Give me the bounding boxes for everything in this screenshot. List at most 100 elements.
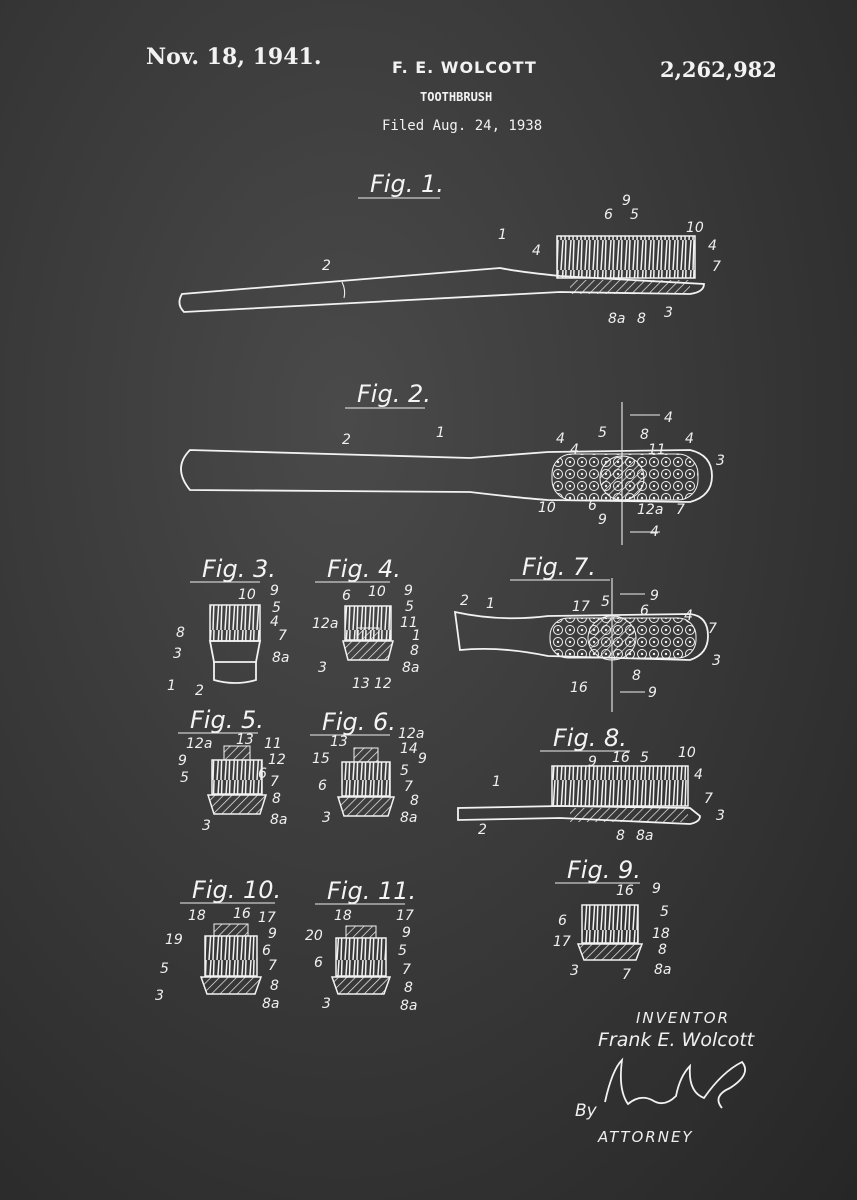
reference-numeral: 5: [272, 600, 281, 616]
patent-title: TOOTHBRUSH: [420, 90, 493, 104]
reference-numeral: 8a: [270, 812, 288, 828]
reference-numeral: 6: [342, 588, 351, 604]
reference-numeral: 5: [630, 207, 639, 223]
reference-numeral: 18: [188, 908, 206, 924]
reference-numeral: 3: [712, 653, 721, 669]
reference-numeral: 7: [268, 958, 277, 974]
reference-numeral: 1: [436, 425, 445, 441]
fig1-label: Fig. 1.: [370, 170, 444, 198]
reference-numeral: 5: [160, 961, 169, 977]
figure-8: Fig. 8. 9 16 5 10 1 4 7 3 2 8 8a: [457, 724, 725, 844]
reference-numeral: 5: [660, 904, 669, 920]
reference-numeral: 8a: [402, 660, 420, 676]
reference-numeral: 4: [570, 442, 579, 458]
reference-numeral: 7: [270, 774, 279, 790]
fig6-label: Fig. 6.: [322, 708, 396, 736]
reference-numeral: 20: [305, 928, 323, 944]
reference-numeral: 8a: [262, 996, 280, 1012]
reference-numeral: 8: [616, 828, 625, 844]
reference-numeral: 8a: [654, 962, 672, 978]
reference-numeral: 6: [588, 498, 597, 514]
reference-numeral: 7: [708, 621, 717, 637]
reference-numeral: 19: [165, 932, 183, 948]
reference-numeral: 7: [676, 502, 685, 518]
reference-numeral: 6: [314, 955, 323, 971]
reference-numeral: 4: [694, 767, 703, 783]
reference-numeral: 3: [155, 988, 164, 1004]
reference-numeral: 11: [648, 442, 666, 458]
reference-numeral: 9: [650, 588, 659, 604]
fig4-label: Fig. 4.: [327, 555, 401, 583]
reference-numeral: 12a: [312, 616, 338, 632]
reference-numeral: 8: [404, 980, 413, 996]
reference-numeral: 8: [410, 793, 419, 809]
reference-numeral: 4: [684, 608, 693, 624]
reference-numeral: 4: [650, 524, 659, 540]
reference-numeral: 4: [532, 243, 541, 259]
reference-numeral: 9: [404, 583, 413, 599]
signature-block: INVENTOR Frank E. Wolcott By ATTORNEY: [575, 1009, 756, 1146]
reference-numeral: 7: [278, 628, 287, 644]
reference-numeral: 3: [716, 453, 725, 469]
attorney-signature: [604, 1057, 746, 1109]
reference-numeral: 7: [712, 259, 721, 275]
reference-numeral: 9: [598, 512, 607, 528]
reference-numeral: 9: [588, 754, 597, 770]
reference-numeral: 12: [374, 676, 392, 692]
reference-numeral: 9: [648, 685, 657, 701]
reference-numeral: 1: [486, 596, 495, 612]
reference-numeral: 7: [404, 779, 413, 795]
reference-numeral: 17: [396, 908, 414, 924]
reference-numeral: 6: [318, 778, 327, 794]
reference-numeral: 16: [233, 906, 251, 922]
reference-numeral: 9: [652, 881, 661, 897]
reference-numeral: 9: [268, 926, 277, 942]
reference-numeral: 2: [342, 432, 351, 448]
reference-numeral: 6: [262, 943, 271, 959]
reference-numeral: 9: [418, 751, 427, 767]
reference-numeral: 3: [570, 963, 579, 979]
patent-date: Nov. 18, 1941.: [146, 44, 322, 70]
reference-numeral: 5: [601, 594, 610, 610]
reference-numeral: 3: [664, 305, 673, 321]
reference-numeral: 16: [616, 883, 634, 899]
reference-numeral: 13: [330, 734, 348, 750]
reference-numeral: 8a: [608, 311, 626, 327]
figure-1: Fig. 1. 9 6 5 10 1 4 4 7 2 8a 8 3: [178, 170, 721, 327]
reference-numeral: 5: [405, 599, 414, 615]
reference-numeral: 13: [352, 676, 370, 692]
reference-numeral: 1: [492, 774, 501, 790]
reference-numeral: 3: [173, 646, 182, 662]
fig2-label: Fig. 2.: [357, 380, 431, 408]
reference-numeral: 18: [334, 908, 352, 924]
reference-numeral: 7: [402, 962, 411, 978]
reference-numeral: 13: [236, 732, 254, 748]
reference-numeral: 8a: [400, 998, 418, 1014]
reference-numeral: 17: [553, 934, 571, 950]
inventor-header: F. E. WOLCOTT: [392, 58, 537, 77]
patent-number: 2,262,982: [660, 57, 777, 82]
reference-numeral: 8: [270, 978, 279, 994]
reference-numeral: 6: [604, 207, 613, 223]
reference-numeral: 12a: [637, 502, 663, 518]
reference-numeral: 3: [322, 996, 331, 1012]
reference-numeral: 10: [368, 584, 386, 600]
figure-6: Fig. 6. 13 12a 15 14 9 6 5 7 8 3 8a: [310, 708, 427, 826]
reference-numeral: 7: [704, 791, 713, 807]
reference-numeral: 2: [322, 258, 331, 274]
reference-numeral: 18: [652, 926, 670, 942]
reference-numeral: 4: [708, 238, 717, 254]
reference-numeral: 17: [572, 599, 590, 615]
filed-date: Filed Aug. 24, 1938: [382, 118, 543, 134]
reference-numeral: 14: [400, 741, 418, 757]
reference-numeral: 6: [640, 603, 649, 619]
reference-numeral: 2: [460, 593, 469, 609]
fig10-label: Fig. 10.: [192, 876, 281, 904]
reference-numeral: 5: [598, 425, 607, 441]
reference-numeral: 17: [258, 910, 276, 926]
reference-numeral: 3: [318, 660, 327, 676]
reference-numeral: 1: [412, 628, 421, 644]
reference-numeral: 10: [678, 745, 696, 761]
inventor-signature-name: Frank E. Wolcott: [598, 1029, 756, 1051]
